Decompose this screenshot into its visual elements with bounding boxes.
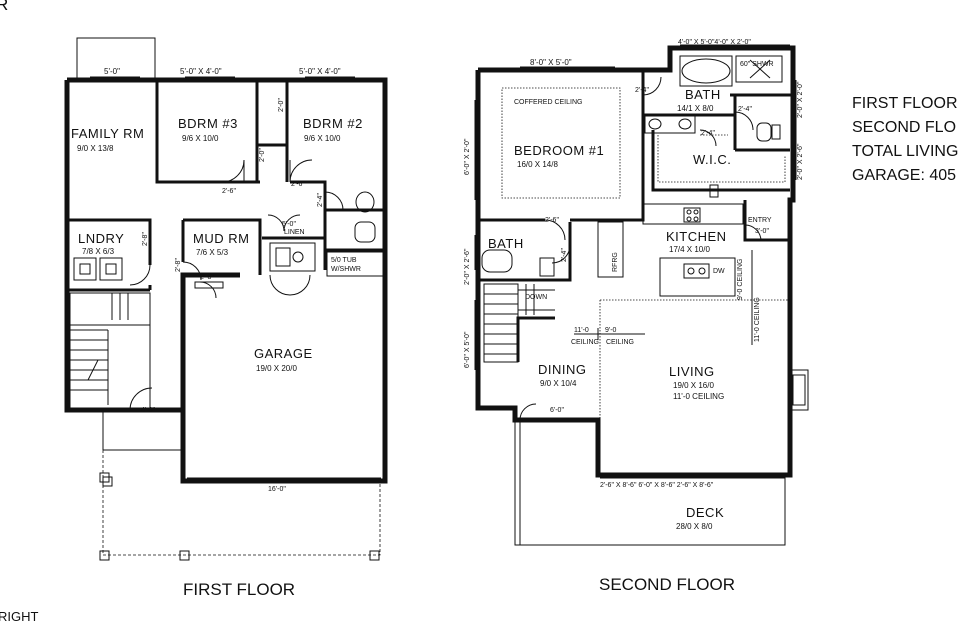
edge-text-top: R <box>0 0 8 14</box>
edge-text-bottom: RIGHT <box>0 609 39 623</box>
linen-label: LINEN <box>284 229 305 236</box>
family-rm-size: 9/0 X 13/8 <box>77 144 114 153</box>
kitchen-name: KITCHEN <box>666 229 727 244</box>
summary-line-1: FIRST FLOOR <box>852 95 958 112</box>
dining-size: 9/0 X 10/4 <box>540 379 577 388</box>
sf-dim-bottom-windows: 2'-6" X 8'-6" 6'-0" X 8'-6" 2'-6" X 8'-6… <box>600 482 714 489</box>
ff-dim-garage-door-in: 2'-8" <box>200 274 214 281</box>
sf-dim-left-bath-window: 2'-0" X 2'-6" <box>464 248 471 285</box>
sf-dim-left-bed-window: 6'-0" X 2'-0" <box>464 138 471 175</box>
summary-line-2: SECOND FLO <box>852 119 956 136</box>
ceiling-9-vert-label: 9'-0 CEILING <box>737 259 744 300</box>
ff-dim-closet-2: 2'-0" <box>259 148 266 162</box>
garage-size: 19/0 X 20/0 <box>256 364 297 373</box>
summary-line-3: TOTAL LIVING <box>852 143 958 160</box>
summary-line-4: GARAGE: 405 <box>852 167 956 184</box>
sf-dim-wic-door: 2'-4" <box>701 130 715 137</box>
ff-dim-entry-door: 4'-6" <box>141 407 155 414</box>
mud-rm-size: 7/6 X 5/3 <box>196 248 229 257</box>
ceiling-11-label: 11'-0 <box>574 327 589 334</box>
deck-name: DECK <box>686 505 724 520</box>
ff-dim-window-bdrm2: 5'-0" X 4'-0" <box>299 67 341 76</box>
bath-size: 14/1 X 8/0 <box>677 104 714 113</box>
ff-dim-garage-width: 16'-0" <box>268 486 286 493</box>
down-label: DOWN <box>525 294 547 301</box>
ff-dim-window-bdrm3: 5'-0" X 4'-0" <box>180 67 222 76</box>
sf-dim-top-bath-windows: 4'-0" X 5'-0"4'-0" X 2'-0" <box>678 39 751 46</box>
shower-label: 60" SHWR <box>740 61 774 68</box>
tub-label-1: 5/0 TUB <box>331 257 357 264</box>
ceiling-9-label: 9'-0 <box>605 327 617 334</box>
bath-name: BATH <box>685 87 721 102</box>
dw-label: DW <box>713 268 725 275</box>
coffered-label: COFFERED CEILING <box>514 99 582 106</box>
ff-dim-door-bdrm2: 2'-6" <box>291 181 305 188</box>
deck-size: 28/0 X 8/0 <box>676 522 713 531</box>
dining-name: DINING <box>538 362 587 377</box>
bath2-name: BATH <box>488 236 524 251</box>
bdrm2-size: 9/6 X 10/0 <box>304 134 341 143</box>
ff-dim-linen: 5'-0" <box>282 221 296 228</box>
ff-dim-closet-1: 2'-0" <box>278 98 285 112</box>
sf-dim-bath2-door: 2'-4" <box>561 248 568 262</box>
bdrm3-name: BDRM #3 <box>178 116 238 131</box>
sf-dim-bed-door: 2'-6" <box>545 217 559 224</box>
ceiling-word-b: CEILING <box>606 339 634 346</box>
family-rm-name: FAMILY RM <box>71 126 144 141</box>
ff-dim-door-bath: 2'-4" <box>317 193 324 207</box>
bdrm3-size: 9/6 X 10/0 <box>182 134 219 143</box>
bdrm2-name: BDRM #2 <box>303 116 363 131</box>
ff-dim-top-left: 5'-0" <box>104 67 120 76</box>
mud-rm-name: MUD RM <box>193 231 249 246</box>
first-floor-plan <box>64 37 388 561</box>
rfrg-label: RFRG <box>612 252 619 272</box>
sf-dim-right-window-1: 2'-0" X 2'-0" <box>797 81 804 118</box>
sf-dim-right-window-2: 2'-0" X 2'-6" <box>797 143 804 180</box>
sf-dim-top-bed-window: 8'-0" X 5'-0" <box>530 58 572 67</box>
bedroom1-name: BEDROOM #1 <box>514 143 604 158</box>
sf-dim-dining-open: 6'-0" <box>550 407 564 414</box>
living-ceiling: 11'-0 CEILING <box>673 392 724 401</box>
sf-dim-bath-door: 2'-4" <box>635 87 649 94</box>
living-name: LIVING <box>669 364 715 379</box>
second-floor-caption: SECOND FLOOR <box>599 575 735 594</box>
ceiling-vert-label: 11'-0 CEILING <box>754 297 761 342</box>
ff-dim-lndry-door: 2'-8" <box>142 232 149 246</box>
ceiling-word-a: CEILING <box>571 339 599 346</box>
kitchen-size: 17/4 X 10/0 <box>669 245 710 254</box>
sf-dim-entry-door: 3'-0" <box>755 228 769 235</box>
first-floor-caption: FIRST FLOOR <box>183 580 295 599</box>
ff-dim-mud-door: 2'-8" <box>175 258 182 272</box>
sf-dim-bath-door-2: 2'-4" <box>738 106 752 113</box>
bedroom1-size: 16/0 X 14/8 <box>517 160 558 169</box>
lndry-name: LNDRY <box>78 231 124 246</box>
ff-dim-door-bdrm3: 2'-6" <box>222 188 236 195</box>
wic-label: W.I.C. <box>693 152 731 167</box>
entry-label: ENTRY <box>748 217 772 224</box>
second-floor-plan <box>474 44 809 546</box>
garage-name: GARAGE <box>254 346 313 361</box>
living-size: 19/0 X 16/0 <box>673 381 714 390</box>
sf-dim-left-stair-window: 6'-0" X 5'-0" <box>464 331 471 368</box>
lndry-size: 7/8 X 6/3 <box>82 247 115 256</box>
tub-label-2: W/SHWR <box>331 266 361 273</box>
